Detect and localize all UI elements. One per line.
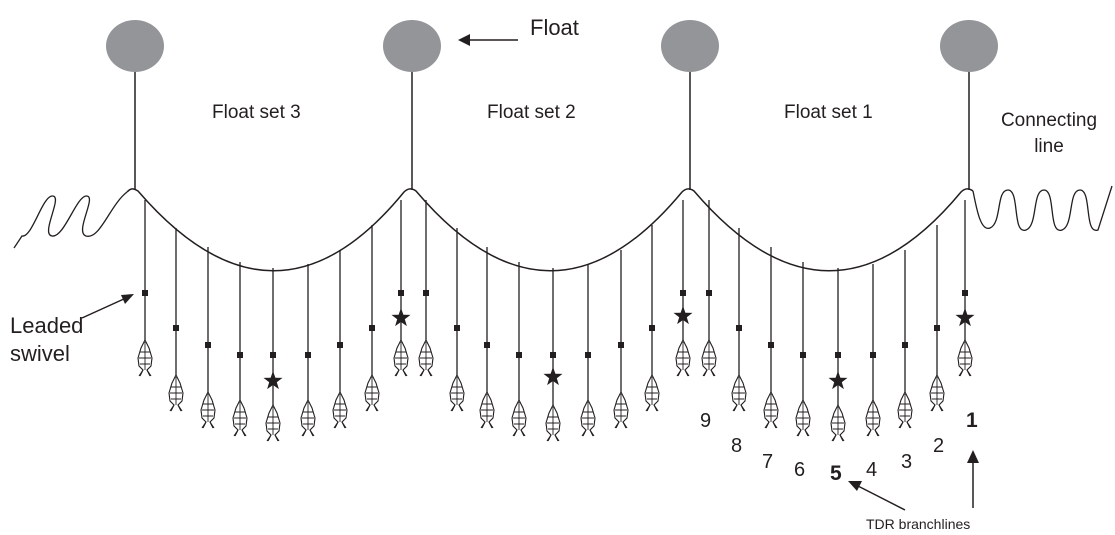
- hook-number: 8: [731, 435, 743, 457]
- star-icon: [828, 371, 848, 390]
- leaded-swivels: [142, 290, 968, 358]
- fish-bait-icon: [168, 374, 184, 412]
- hook-number: 7: [762, 451, 774, 473]
- leaded-swivel-icon: [585, 352, 591, 358]
- fish-bait-icon: [675, 339, 691, 377]
- fish-bait-icon: [137, 339, 153, 377]
- leaded-swivel-icon: [142, 290, 148, 296]
- fish-bait-icon: [644, 374, 660, 412]
- hook-number: 3: [901, 451, 913, 473]
- float-set-2-label: Float set 2: [487, 102, 576, 123]
- fish-bait-icon: [957, 339, 973, 377]
- leaded-swivel-icon: [484, 342, 490, 348]
- fish-bait-icon: [897, 391, 913, 429]
- connecting-line-label-line2: line: [1034, 136, 1064, 157]
- leaded-swivel-icon: [706, 290, 712, 296]
- leaded-swivel-label-line2: swivel: [10, 341, 70, 366]
- leaded-swivel-icon: [736, 325, 742, 331]
- leaded-swivel-label: Leaded swivel: [10, 312, 83, 368]
- arrowhead-icon: [458, 34, 470, 46]
- leaded-swivel-icon: [768, 342, 774, 348]
- fish-bait-icon: [795, 399, 811, 437]
- mainline: [126, 188, 974, 272]
- leaded-swivel-label-line1: Leaded: [10, 313, 84, 338]
- tdr-stars: [263, 306, 975, 390]
- hook-number: 5: [830, 462, 842, 485]
- leaded-swivel-icon: [516, 352, 522, 358]
- fish-bait-icon: [731, 374, 747, 412]
- leaded-swivel-icon: [649, 325, 655, 331]
- leaded-swivel-icon: [680, 290, 686, 296]
- leaded-swivel-icon: [550, 352, 556, 358]
- hook-number: 1: [966, 409, 978, 432]
- float-buoy-icon: [940, 20, 998, 72]
- fish-bait-icon: [364, 374, 380, 412]
- fish-bait-icon: [511, 399, 527, 437]
- star-icon: [955, 308, 975, 327]
- leaded-swivel-icon: [618, 342, 624, 348]
- leaded-swivel-icon: [173, 325, 179, 331]
- fish-bait-icon: [929, 374, 945, 412]
- branchlines: [144, 200, 966, 405]
- leaded-swivel-icon: [800, 352, 806, 358]
- fish-bait-icon: [232, 399, 248, 437]
- leaded-swivel-icon: [902, 342, 908, 348]
- fish-bait-icon: [393, 339, 409, 377]
- arrowhead-icon: [967, 450, 979, 463]
- star-icon: [263, 371, 283, 390]
- leaded-swivel-icon: [454, 325, 460, 331]
- float-label: Float: [530, 15, 579, 40]
- fish-bait-icon: [332, 391, 348, 429]
- arrowhead-icon: [121, 294, 134, 304]
- leaded-swivel-icon: [835, 352, 841, 358]
- leaded-swivel-icon: [337, 342, 343, 348]
- fish-bait-icon: [830, 404, 846, 442]
- connecting-line-label: Connecting line: [985, 110, 1113, 158]
- hook-number: 4: [866, 459, 878, 481]
- leaded-swivel-icon: [934, 325, 940, 331]
- float-set-3-label: Float set 3: [212, 102, 301, 123]
- fish-bait-icon: [701, 339, 717, 377]
- leaded-swivel-icon: [423, 290, 429, 296]
- tdr-arrow-5: [857, 485, 906, 511]
- float-buoy-icon: [106, 20, 164, 72]
- fish-bait-icon: [265, 404, 281, 442]
- hook-number: 6: [794, 459, 806, 481]
- pointer-arrows: [81, 34, 979, 511]
- fish-bait-icon: [763, 391, 779, 429]
- star-icon: [543, 367, 563, 386]
- connecting-line-coils: [13, 185, 1113, 249]
- fish-bait-icon: [300, 399, 316, 437]
- leaded-swivel-icon: [398, 290, 404, 296]
- fish-bait-icon: [865, 399, 881, 437]
- leaded-swivel-icon: [962, 290, 968, 296]
- float-buoy-icon: [661, 20, 719, 72]
- fish-bait-icon: [580, 399, 596, 437]
- leaded-swivel-icon: [270, 352, 276, 358]
- fish-bait-icon: [418, 339, 434, 377]
- fish-bait-icon: [449, 374, 465, 412]
- fish-bait-icon: [200, 391, 216, 429]
- fish-bait-icon: [545, 404, 561, 442]
- star-icon: [673, 306, 693, 325]
- fish-bait-icon: [613, 391, 629, 429]
- hook-number: 2: [933, 435, 945, 457]
- swivel-arrow: [81, 297, 127, 319]
- floats: [106, 20, 998, 72]
- leaded-swivel-icon: [237, 352, 243, 358]
- leaded-swivel-icon: [205, 342, 211, 348]
- float-buoy-icon: [383, 20, 441, 72]
- connecting-line-label-line1: Connecting: [1000, 110, 1098, 131]
- float-set-1-label: Float set 1: [784, 102, 873, 123]
- arrowhead-icon: [848, 481, 862, 491]
- leaded-swivel-icon: [870, 352, 876, 358]
- star-icon: [391, 308, 411, 327]
- float-lines: [134, 72, 970, 190]
- leaded-swivel-icon: [305, 352, 311, 358]
- leaded-swivel-icon: [369, 325, 375, 331]
- hook-number: 9: [700, 410, 712, 432]
- fish-bait-icon: [479, 391, 495, 429]
- tdr-branchlines-label: TDR branchlines: [866, 516, 971, 532]
